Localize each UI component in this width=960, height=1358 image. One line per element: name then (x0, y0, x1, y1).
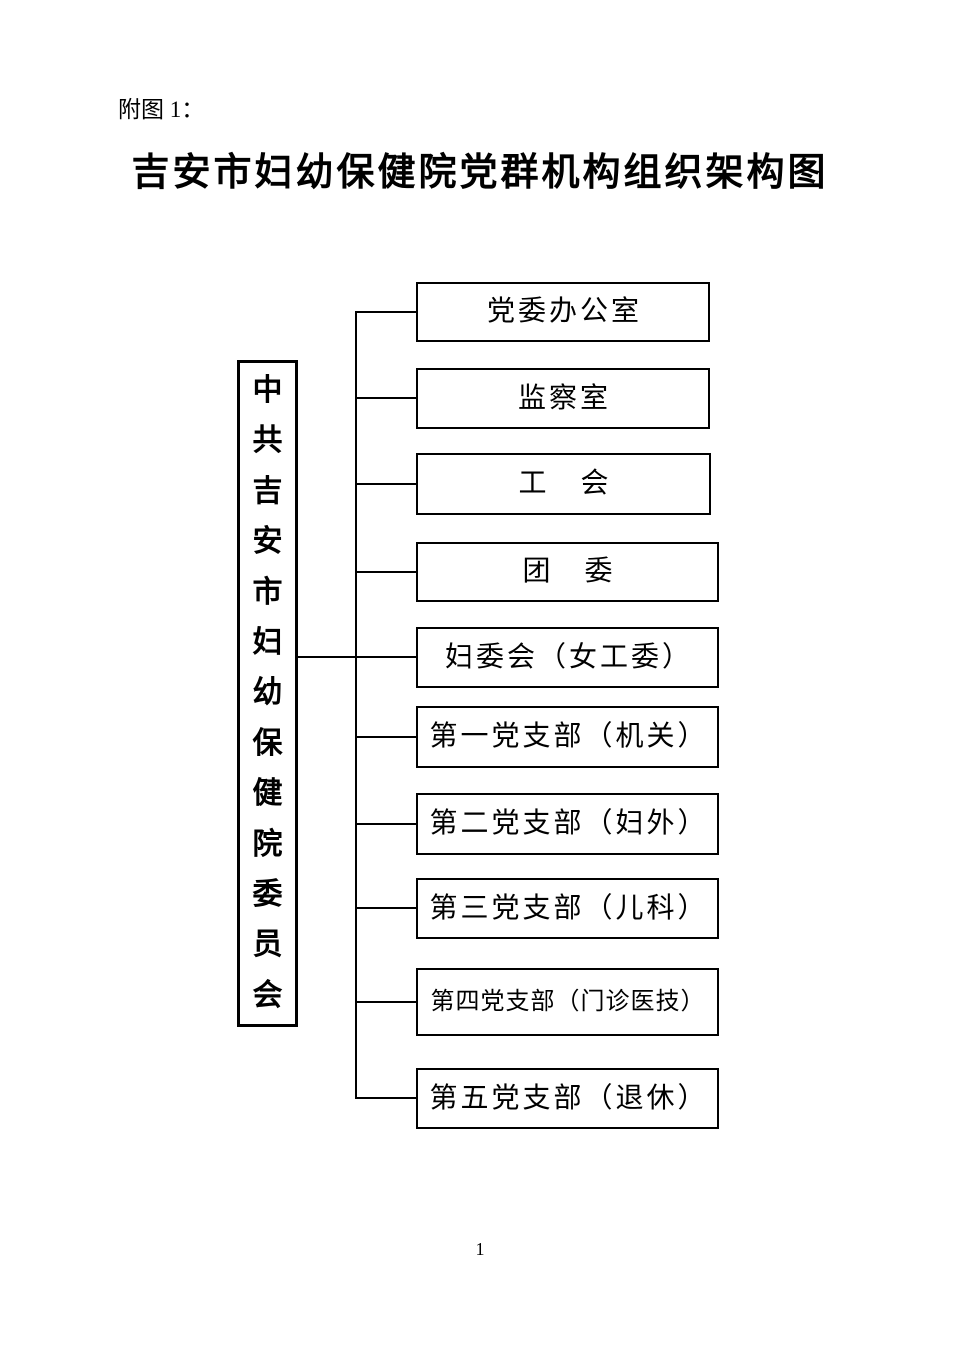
org-node-branch-1: 第一党支部（机关） (416, 706, 719, 768)
page-number: 1 (475, 1239, 485, 1259)
org-node-womens-committee: 妇委会（女工委） (416, 627, 719, 688)
org-node-youth-league: 团 委 (416, 542, 719, 602)
figure-label: 附图 1： (118, 97, 205, 122)
org-node-supervision-office: 监察室 (416, 368, 710, 429)
org-node-branch-5: 第五党支部（退休） (416, 1068, 719, 1129)
org-node-branch-2: 第二党支部（妇外） (416, 793, 719, 855)
org-root-node: 中共吉安市妇幼保健院委员会 (237, 360, 298, 1027)
org-node-party-committee-office: 党委办公室 (416, 282, 710, 342)
org-node-branch-4: 第四党支部（门诊医技） (416, 968, 719, 1036)
org-root-label: 中共吉安市妇幼保健院委员会 (252, 374, 283, 1012)
org-node-labor-union: 工 会 (416, 453, 711, 515)
page-title: 吉安市妇幼保健院党群机构组织架构图 (131, 152, 829, 194)
org-node-branch-3: 第三党支部（儿科） (416, 878, 719, 939)
